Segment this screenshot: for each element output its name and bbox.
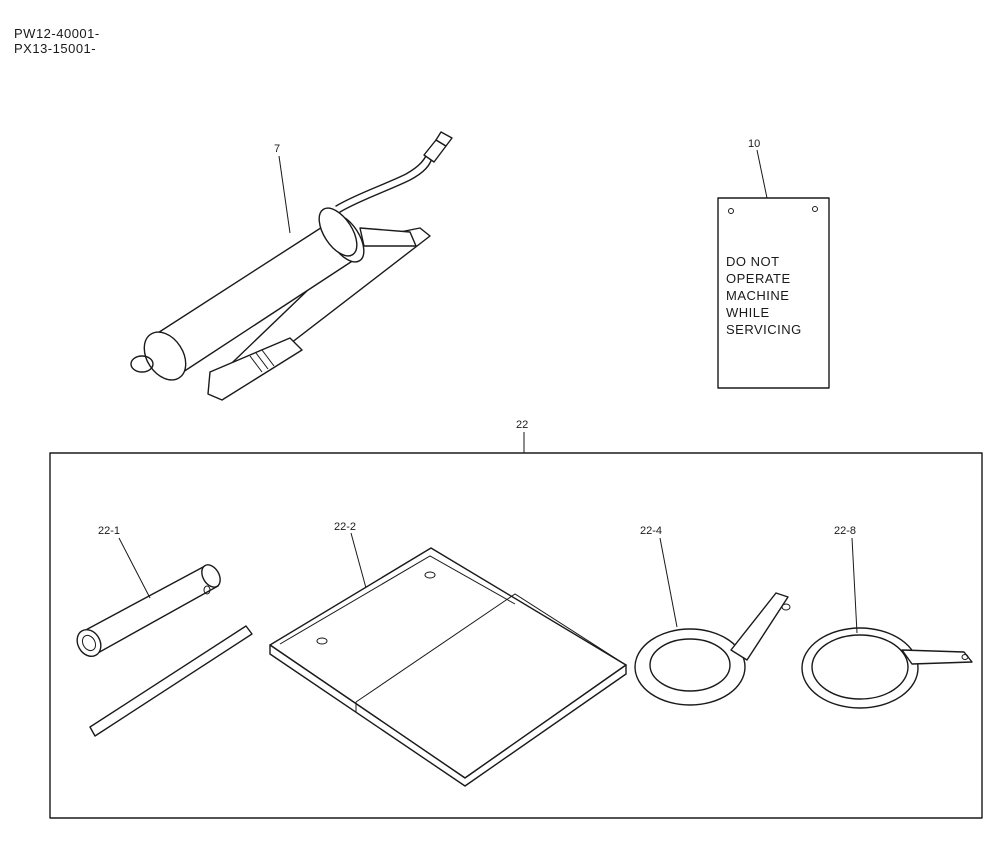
tool-kit-group: 22 22-1 22-2 bbox=[49, 419, 983, 819]
part-number-22-4: 22-4 bbox=[640, 525, 662, 537]
tag-line-1: DO NOT bbox=[726, 254, 780, 269]
warning-tag: 10 DO NOT OPERATE MACHINE WHILE SERVICIN… bbox=[717, 138, 830, 389]
part-number-22-1: 22-1 bbox=[98, 525, 120, 537]
part-number-22-2: 22-2 bbox=[334, 521, 356, 533]
serial-number-block: PW12-40001- PX13-15001- bbox=[14, 26, 100, 56]
tag-line-5: SERVICING bbox=[726, 322, 802, 337]
spanner-small: 22-4 bbox=[634, 525, 791, 706]
part-number-22: 22 bbox=[516, 419, 528, 431]
serial-number-1: PW12-40001- bbox=[14, 26, 100, 41]
tag-line-3: MACHINE bbox=[726, 288, 789, 303]
grease-gun: 7 bbox=[130, 131, 453, 401]
box-wrench: 22-1 bbox=[76, 525, 253, 737]
part-number-10: 10 bbox=[748, 138, 760, 150]
tool-kit-frame bbox=[49, 452, 983, 819]
tool-bag: 22-2 bbox=[269, 521, 627, 787]
tag-line-2: OPERATE bbox=[726, 271, 791, 286]
tag-line-4: WHILE bbox=[726, 305, 770, 320]
spanner-large: 22-8 bbox=[801, 525, 973, 709]
serial-number-2: PX13-15001- bbox=[14, 41, 97, 56]
part-number-7: 7 bbox=[274, 143, 280, 155]
part-number-22-8: 22-8 bbox=[834, 525, 856, 537]
